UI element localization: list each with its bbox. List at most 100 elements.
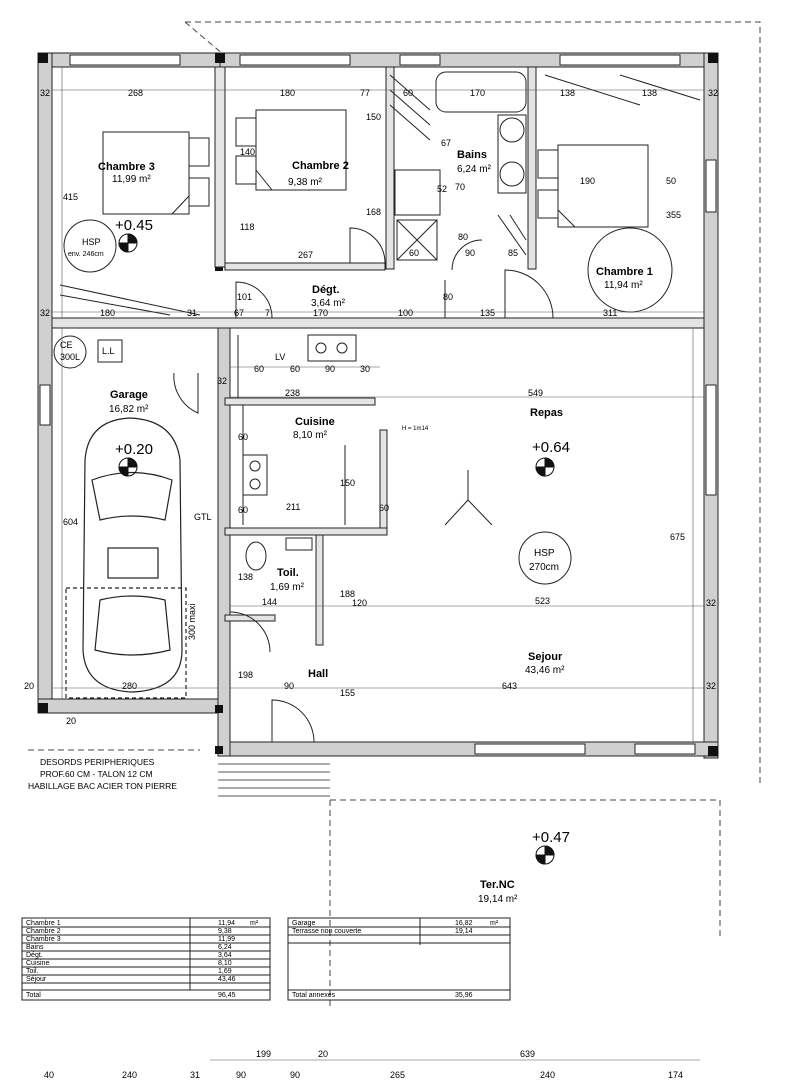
dim-degt-5: 100 xyxy=(398,308,413,318)
dim-top-6: 170 xyxy=(470,88,485,98)
sink xyxy=(307,334,357,362)
room-name-repas: Repas xyxy=(530,407,563,419)
dim-kitchen-2: 150 xyxy=(340,478,355,488)
room-area-bains: 6,24 m² xyxy=(457,164,492,175)
table-right-value-1: 16,82 xyxy=(455,920,473,927)
dim-top-2: 268 xyxy=(128,88,143,98)
table-left-value-3: 11,99 xyxy=(218,936,235,943)
dim-hall-1: 198 xyxy=(238,670,253,680)
room-area-terrasse: 19,14 m² xyxy=(478,894,518,905)
room-area-chambre3: 11,99 m² xyxy=(112,174,151,185)
dim-kit-1: 60 xyxy=(254,364,264,374)
room-name-garage: Garage xyxy=(110,389,148,401)
dim-mid-5: 523 xyxy=(535,596,550,606)
hsp-circle-sejour xyxy=(518,531,572,585)
dim-top-4: 77 xyxy=(360,88,370,98)
table-right-total-value: 35,96 xyxy=(455,992,473,999)
table-left-value-5: 3,64 xyxy=(218,952,232,959)
dim-mid-7: 32 xyxy=(706,598,716,608)
dim-degt-3: 7 xyxy=(265,308,270,318)
dim-degt-15: 80 xyxy=(458,232,468,242)
dim-ruler-8: 174 xyxy=(668,1070,683,1080)
room-name-terrasse: Ter.NC xyxy=(480,879,515,891)
dim-hall-7: 20 xyxy=(24,681,34,691)
water-heater xyxy=(53,335,87,369)
dim-kit-4: 30 xyxy=(360,364,370,374)
room-area-toil: 1,69 m² xyxy=(270,582,305,593)
dim-kit-7: 32 xyxy=(217,376,227,386)
dim-bath-7: 190 xyxy=(580,176,595,186)
dim-bottom-1: 199 xyxy=(256,1049,271,1059)
furniture xyxy=(53,71,701,585)
hsp-value-sejour: 270cm xyxy=(529,562,559,573)
dim-kit-2: 60 xyxy=(290,364,300,374)
hsp-label-sejour: HSP xyxy=(534,548,555,559)
label-ce-capacity: 300L xyxy=(60,352,80,362)
misc-labels: CE 300L L.L LV GTL H = 1m14 300 maxi xyxy=(60,340,429,640)
level-garage: +0.20 xyxy=(115,441,153,458)
hsp-labels: HSP env. 246cm HSP 270cm xyxy=(68,237,559,573)
level-terrasse: +0.47 xyxy=(532,829,570,846)
entry-steps xyxy=(218,763,330,797)
peripheral-notes: DESORDS PERIPHERIQUES PROF.60 CM - TALON… xyxy=(28,757,177,791)
surface-table-right xyxy=(287,917,511,1001)
dim-top-3: 180 xyxy=(280,88,295,98)
table-left-label-8: Séjour xyxy=(26,976,47,983)
dim-left-1: 415 xyxy=(63,192,78,202)
dimension-lines xyxy=(52,67,704,1061)
dim-kit-3: 90 xyxy=(325,364,335,374)
dim-ruler-3: 31 xyxy=(190,1070,200,1080)
table-left-value-1: 11,94 xyxy=(218,920,235,927)
dim-top-8: 138 xyxy=(642,88,657,98)
bed-chambre1 xyxy=(557,144,649,228)
room-name-sejour: Sejour xyxy=(528,651,563,663)
dim-ruler-7: 240 xyxy=(540,1070,555,1080)
dim-hall-6: 280 xyxy=(122,681,137,691)
table-left-value-7: 1,69 xyxy=(218,968,232,975)
table-left-value-8: 43,46 xyxy=(218,976,236,983)
dim-left-2: 604 xyxy=(63,517,78,527)
dim-degt-10: 90 xyxy=(465,248,475,258)
interior-walls xyxy=(51,66,705,646)
table-left-label-3: Chambre 3 xyxy=(26,936,61,943)
roof-outline xyxy=(28,21,761,1010)
table-left-unit: m² xyxy=(250,920,259,927)
note-line-2: PROF.60 CM - TALON 12 CM xyxy=(40,769,153,779)
level-repas: +0.64 xyxy=(532,439,570,456)
table-left-label-1: Chambre 1 xyxy=(26,920,61,927)
dim-degt-9: 80 xyxy=(443,292,453,302)
room-name-toil: Toil. xyxy=(277,567,299,579)
dim-hall-8: 20 xyxy=(66,716,76,726)
dim-top-5: 60 xyxy=(403,88,413,98)
note-line-1: DESORDS PERIPHERIQUES xyxy=(40,757,155,767)
dim-mid-4: 120 xyxy=(352,598,367,608)
table-right-total-label: Total annexes xyxy=(292,992,336,999)
room-name-chambre3: Chambre 3 xyxy=(98,161,155,173)
dim-bath-4: 52 xyxy=(437,184,447,194)
dim-bath-6: 168 xyxy=(366,207,381,217)
hsp-label-chambre3: HSP xyxy=(82,237,101,247)
dim-degt-1: 31 xyxy=(187,308,197,318)
table-right-value-2: 19,14 xyxy=(455,928,473,935)
dim-degt-2: 67 xyxy=(234,308,244,318)
dim-degt-12: 60 xyxy=(409,248,419,258)
room-area-chambre1: 11,94 m² xyxy=(604,280,643,291)
dim-kitchen-3: 60 xyxy=(238,432,248,442)
dim-bath-9: 355 xyxy=(666,210,681,220)
dim-mid-3: 188 xyxy=(340,589,355,599)
shower xyxy=(396,219,438,261)
car xyxy=(65,417,187,699)
dim-kit-6: 549 xyxy=(528,388,543,398)
note-line-3: HABILLAGE BAC ACIER TON PIERRE xyxy=(28,781,177,791)
room-name-chambre1: Chambre 1 xyxy=(596,266,653,278)
dim-hall-3: 155 xyxy=(340,688,355,698)
table-right-unit: m² xyxy=(490,920,499,927)
level-labels: +0.45 +0.20 +0.64 +0.47 xyxy=(115,217,570,846)
dim-degt-13: 267 xyxy=(298,250,313,260)
label-gtl: GTL xyxy=(194,512,212,522)
dim-ruler-5: 90 xyxy=(290,1070,300,1080)
bed-chambre2 xyxy=(255,109,347,191)
room-area-sejour: 43,46 m² xyxy=(525,665,565,676)
dim-left-4: 32 xyxy=(40,308,50,318)
surface-table-right-rows: Garage 16,82 Terrasse non couverte 19,14… xyxy=(292,920,499,999)
